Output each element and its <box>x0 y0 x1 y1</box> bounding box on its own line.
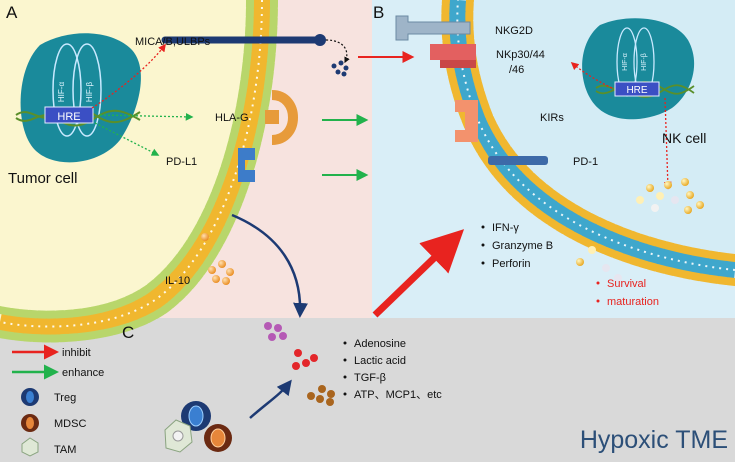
legend-enhance-label: enhance <box>62 367 104 379</box>
nkp-label-line2: /46 <box>509 64 524 76</box>
tumor-membrane <box>0 0 274 339</box>
nkp-receptor <box>430 44 476 60</box>
factor-adenosine: Adenosine <box>354 338 406 350</box>
secretion-perforin: Perforin <box>492 258 531 270</box>
il-10-label: IL-10 <box>165 275 190 287</box>
nk-hre-box <box>614 81 660 97</box>
factor-lactic-acid: Lactic acid <box>354 355 406 367</box>
effect-maturation: maturation <box>607 296 659 308</box>
tumor-hre-label: HRE <box>57 111 80 123</box>
tumor-cell-label: Tumor cell <box>8 170 77 187</box>
nk-granules <box>576 178 704 282</box>
legend-tam-label: TAM <box>54 444 76 456</box>
legend-tam-icon <box>21 437 39 457</box>
pd-l1-label: PD-L1 <box>166 156 197 168</box>
nk-hre-label: HRE <box>626 85 647 96</box>
legend-mdsc-icon <box>21 414 39 432</box>
tumor-to-tme-arrow <box>231 213 309 318</box>
mdsc-cell <box>204 424 232 452</box>
factor-tgf-beta: TGF-β <box>354 372 386 384</box>
hla-g-label: HLA-G <box>215 112 249 124</box>
tumor-hif-beta-label: HIF-β <box>85 82 94 103</box>
secretion-granzyme: Granzyme B <box>492 240 553 252</box>
nkg2d-label: NKG2D <box>495 25 533 37</box>
nkg2d-receptor <box>395 15 471 41</box>
tumor-hif-alpha-label: HIF-α <box>57 82 66 103</box>
tumor-hre-box <box>44 106 94 124</box>
legend-mdsc-label: MDSC <box>54 418 86 430</box>
pd-l1-receptor <box>238 148 255 182</box>
nk-hif-beta-label: HIF-β <box>641 53 648 71</box>
factor-atp-mcp1: ATP、MCP1、etc <box>354 389 442 401</box>
legend-inhibit-label: inhibit <box>62 347 91 359</box>
pd-1-label: PD-1 <box>573 156 598 168</box>
legend-treg-label: Treg <box>54 392 76 404</box>
tme-to-nk-arrow <box>372 229 465 318</box>
panel-b-label: B <box>373 3 384 22</box>
il-10-dots <box>201 233 234 285</box>
kirs-label: KIRs <box>540 112 564 124</box>
hla-g-receptor <box>271 90 298 145</box>
nk-nucleus <box>582 18 695 120</box>
kirs-receptor <box>455 100 478 142</box>
soluble-mica-dots <box>331 60 349 77</box>
nk-hif-alpha-label: HIF-α <box>622 53 629 71</box>
cells-to-tme-arrow <box>249 379 292 419</box>
mica-label: MICA/B,ULBPs <box>135 36 211 48</box>
nk-cell-label: NK cell <box>662 130 706 146</box>
nkp-label-line1: NKp30/44 <box>496 49 545 61</box>
tme-factor-dots <box>264 322 335 406</box>
effect-survival: Survival <box>607 278 646 290</box>
legend-treg-icon <box>21 388 39 406</box>
secretion-ifn: IFN-γ <box>492 222 519 234</box>
tam-cell <box>164 419 193 453</box>
pd-1-receptor <box>488 156 548 165</box>
hypoxic-tme-title: Hypoxic TME <box>580 426 728 454</box>
treg-cell <box>181 401 211 431</box>
panel-c-label: C <box>122 323 134 342</box>
tme-panel-bg <box>0 318 735 462</box>
panel-a-label: A <box>6 3 18 22</box>
